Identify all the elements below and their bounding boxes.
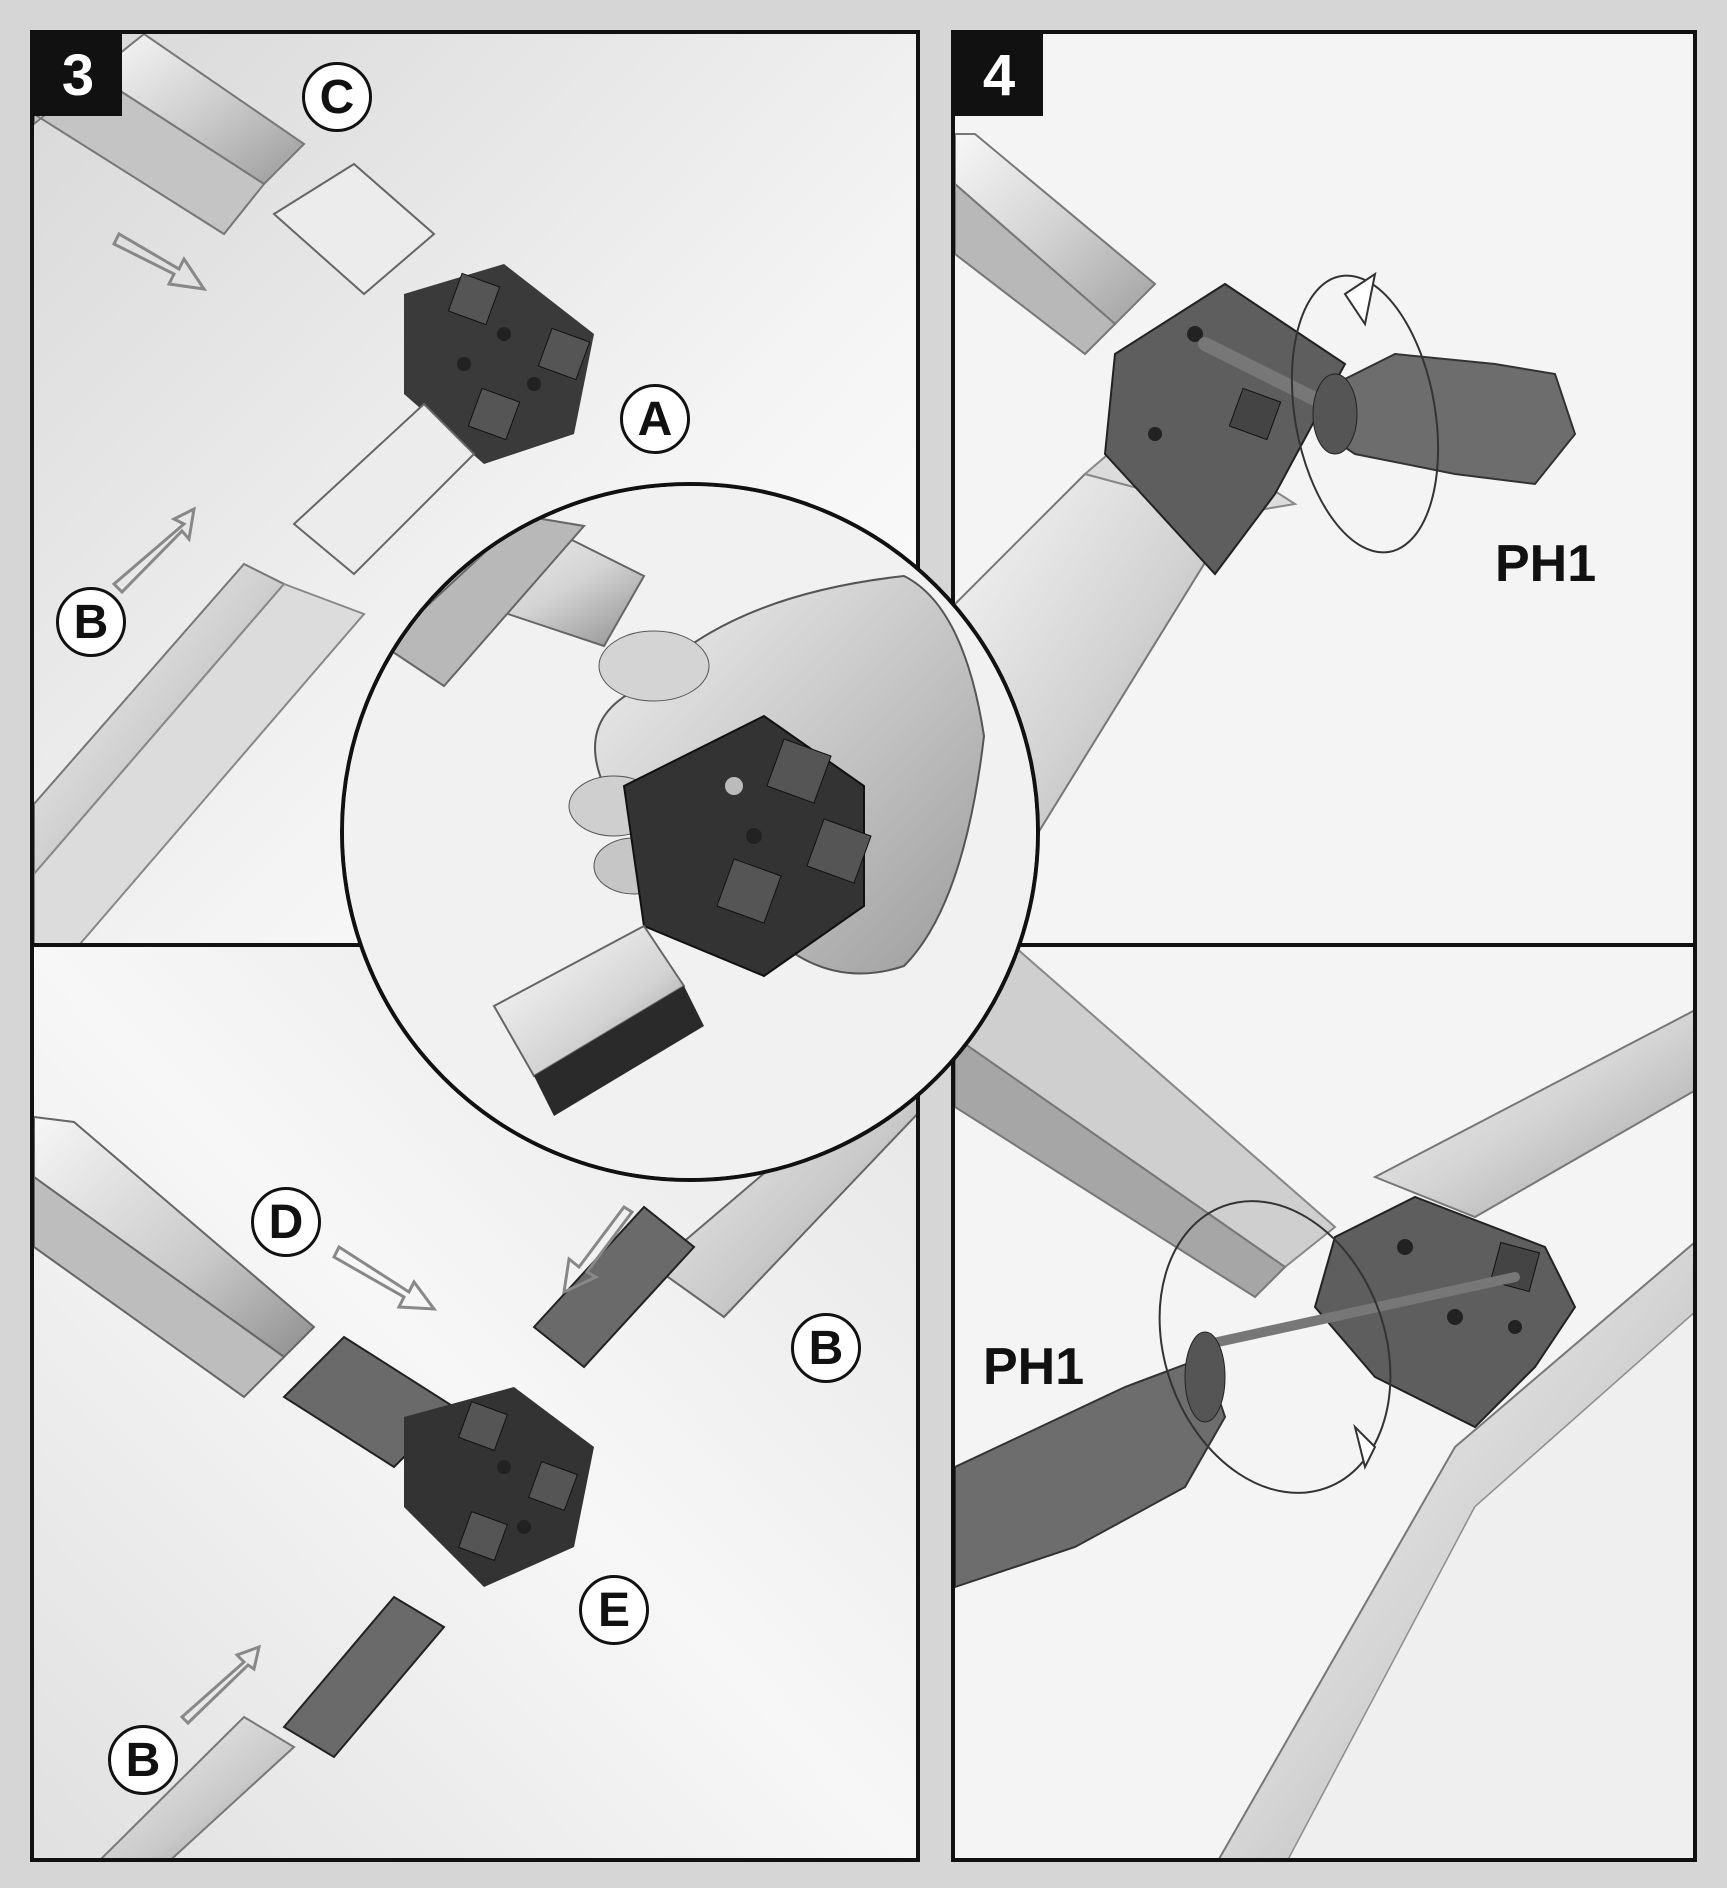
- profile-upper-left: [955, 947, 1337, 1299]
- tool-label-ph1-top: PH1: [1495, 535, 1597, 593]
- callout-c: C: [302, 62, 372, 132]
- profile-b-left: [34, 562, 366, 943]
- callout-a: A: [620, 384, 690, 454]
- callout-b-right: B: [791, 1313, 861, 1383]
- insert-arrow-d: [332, 1244, 438, 1311]
- step4-bottom-panel: PH1: [951, 943, 1697, 1862]
- detail-connector: [622, 714, 872, 978]
- profile-d: [34, 1115, 316, 1399]
- detail-profile-top: [382, 514, 646, 688]
- insert-arrow-b-right: [562, 1204, 635, 1295]
- insert-arrow-b-lower: [179, 1644, 262, 1726]
- insert-arrow-bottom: [111, 506, 196, 595]
- step4-bottom-illustration: [955, 947, 1693, 1858]
- corner-connector-a: [404, 264, 594, 464]
- insert-arrow-top: [111, 231, 208, 291]
- profile-right-long: [1218, 1010, 1693, 1858]
- callout-b-upper-left: B: [56, 587, 126, 657]
- detail-illustration: [344, 486, 1036, 1178]
- rotation-arrow-top: [1290, 271, 1440, 554]
- callout-b-lower-left: B: [108, 1725, 178, 1795]
- rotation-arrow-bottom: [1158, 1200, 1392, 1494]
- step3-number-badge: 3: [34, 34, 122, 116]
- tool-label-ph1-bottom: PH1: [983, 1338, 1085, 1396]
- step4-top-panel: 4: [951, 30, 1697, 947]
- connector-block-bottom: [1313, 1195, 1577, 1429]
- screwdriver-top: [1198, 337, 1577, 486]
- screwdriver-bottom: [955, 1272, 1520, 1589]
- detail-magnifier-circle: [340, 482, 1040, 1182]
- callout-e: E: [579, 1575, 649, 1645]
- step4-number-badge: 4: [955, 34, 1043, 116]
- callout-d: D: [251, 1187, 321, 1257]
- detail-profile-bottom: [492, 924, 704, 1116]
- profile-top-left: [955, 133, 1157, 356]
- profile-b-lower-left: [100, 1715, 296, 1858]
- step4-top-illustration: [955, 34, 1693, 943]
- t-connector-e: [282, 1205, 696, 1759]
- connector-block: [1103, 282, 1347, 576]
